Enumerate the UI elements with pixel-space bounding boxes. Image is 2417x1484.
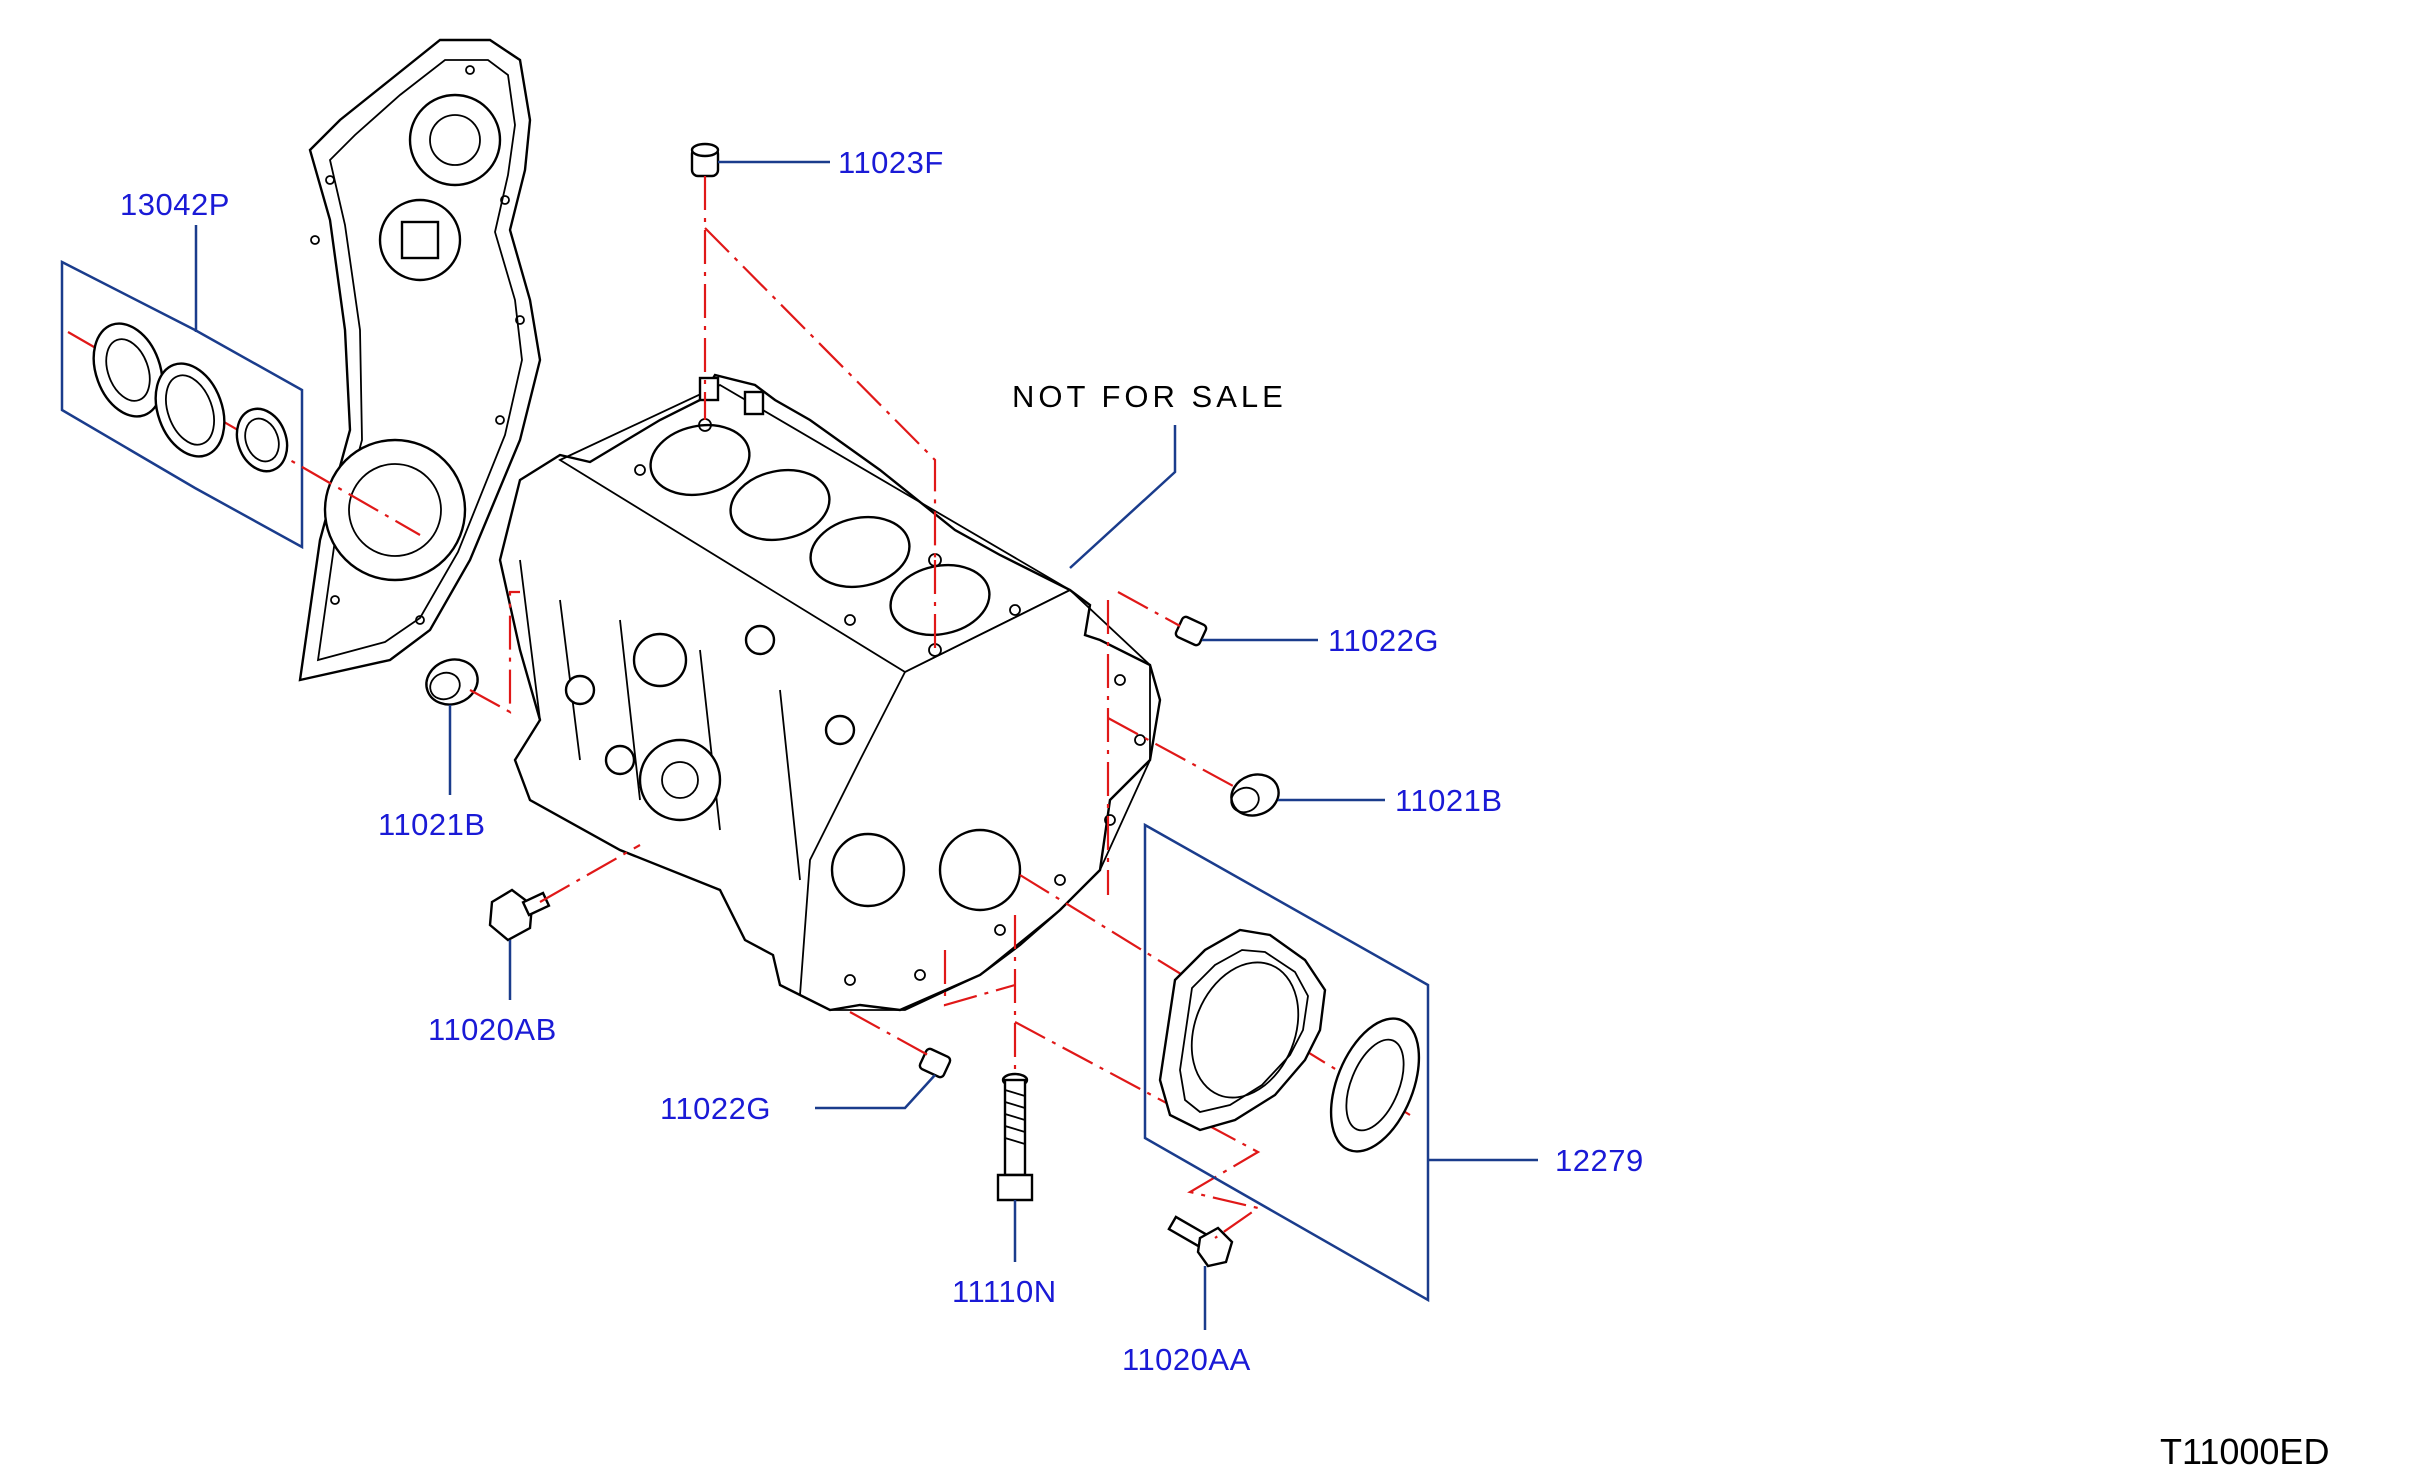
not-for-sale-note: NOT FOR SALE [1012, 379, 1287, 414]
diagram-code: T11000ED [2160, 1431, 2329, 1472]
label-11020AB[interactable]: 11020AB [428, 1012, 557, 1047]
cylinder-block [498, 373, 1162, 1012]
not-for-sale-leader [1069, 425, 1177, 569]
label-11110N[interactable]: 11110N [952, 1274, 1057, 1309]
label-11021B-left[interactable]: 11021B [378, 807, 486, 842]
label-11020AA[interactable]: 11020AA [1122, 1342, 1251, 1377]
plug-11023F [690, 142, 937, 655]
label-13042P[interactable]: 13042P [120, 187, 230, 222]
dowel-11022G-upper [1106, 591, 1318, 895]
bolt-11020AB [488, 844, 641, 1000]
label-12279[interactable]: 12279 [1555, 1143, 1644, 1178]
bushing-11021B-right [1107, 717, 1385, 817]
label-11023F[interactable]: 11023F [838, 145, 944, 180]
label-11022G-upper[interactable]: 11022G [1328, 623, 1439, 658]
bushing-11021B-left [425, 590, 520, 795]
bolt-11110N [943, 915, 1034, 1262]
dowel-11022G-lower [815, 1011, 952, 1110]
label-11022G-lower[interactable]: 11022G [660, 1091, 771, 1126]
front-cover-gasket [298, 38, 542, 682]
label-11021B-right[interactable]: 11021B [1395, 783, 1503, 818]
oil-seal-kit-13042P [60, 225, 421, 550]
rear-seal-kit-12279 [1019, 822, 1538, 1303]
